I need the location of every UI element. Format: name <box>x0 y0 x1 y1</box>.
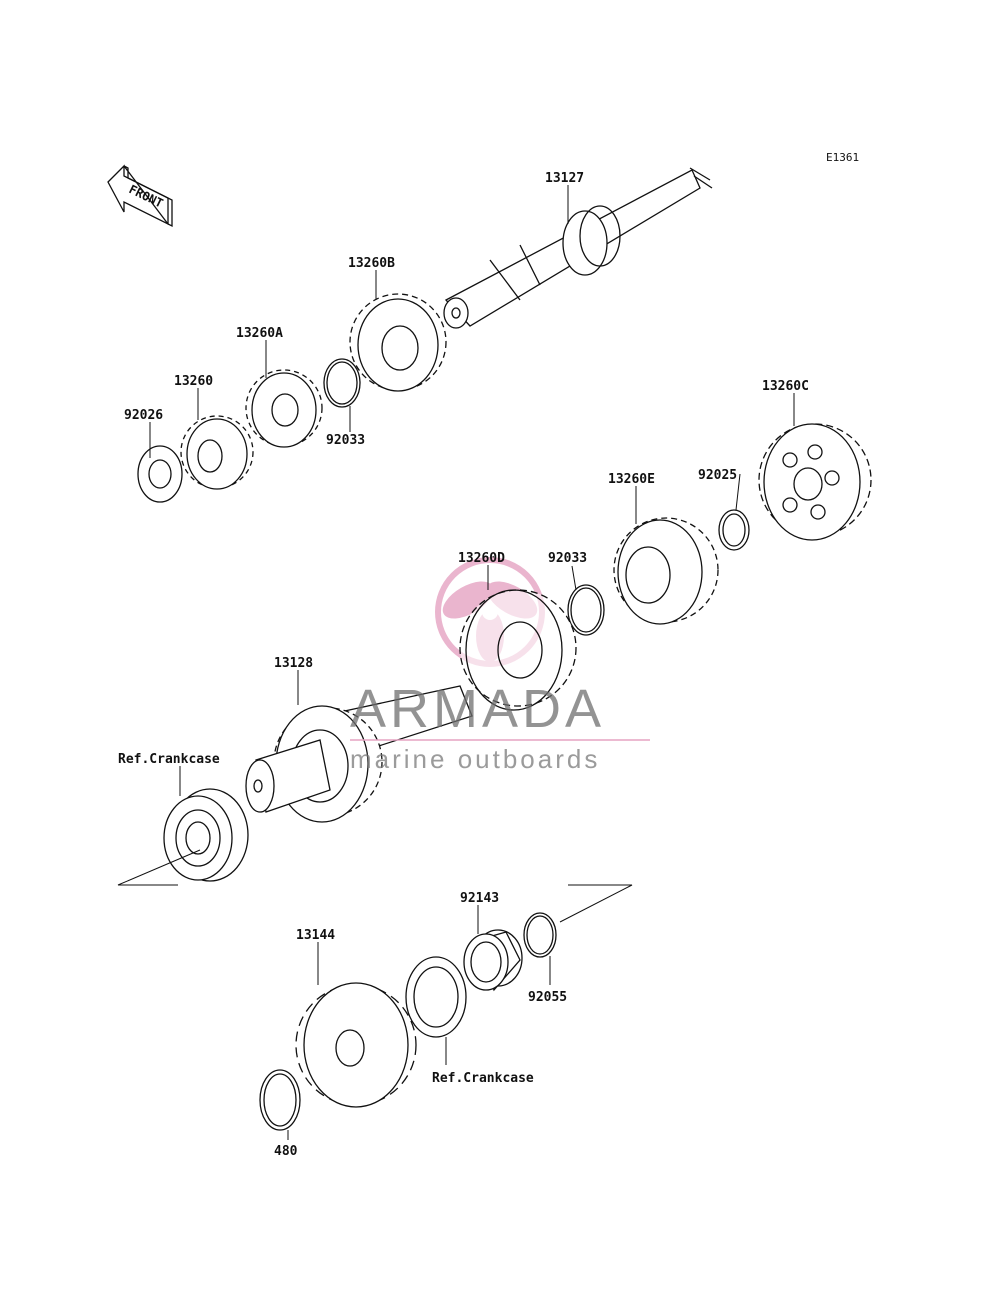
output-shaft-13128 <box>245 685 473 823</box>
gear-13260d <box>459 589 577 711</box>
gear-13260e <box>613 517 719 625</box>
washer-92025 <box>718 509 750 551</box>
collar-92143 <box>463 929 523 992</box>
part-label-92143[interactable]: 92143 <box>460 891 499 906</box>
part-label-480[interactable]: 480 <box>274 1144 298 1159</box>
watermark-subtitle: marine outboards <box>350 744 600 774</box>
part-label-92025[interactable]: 92025 <box>698 468 737 483</box>
gear-13260 <box>180 415 254 490</box>
part-label-13260d[interactable]: 13260D <box>458 551 505 566</box>
part-label-13260b[interactable]: 13260B <box>348 256 395 271</box>
gear-13260a <box>245 369 323 448</box>
gear-13260b <box>349 293 447 392</box>
countershaft-13127 <box>443 167 713 329</box>
washer-92026 <box>137 445 183 503</box>
front-arrow-icon: FRONT <box>107 164 173 228</box>
oil-seal-crankcase <box>405 956 467 1038</box>
part-label-92055[interactable]: 92055 <box>528 990 567 1005</box>
circlip-480 <box>259 1069 301 1131</box>
part-label-ref-crankcase-lower[interactable]: Ref.Crankcase <box>432 1071 534 1086</box>
oring-92055 <box>523 912 557 958</box>
gear-13260c <box>758 423 872 541</box>
part-label-13127[interactable]: 13127 <box>545 171 584 186</box>
leader-lines <box>149 185 795 1140</box>
part-label-13144[interactable]: 13144 <box>296 928 335 943</box>
part-label-92033-lower[interactable]: 92033 <box>548 551 587 566</box>
bearing-crankcase <box>163 788 249 882</box>
part-label-13260[interactable]: 13260 <box>174 374 213 389</box>
sprocket-13144 <box>295 982 417 1108</box>
part-label-ref-crankcase-upper[interactable]: Ref.Crankcase <box>118 752 220 767</box>
diagram-code: E1361 <box>826 151 859 164</box>
part-label-92033-upper[interactable]: 92033 <box>326 433 365 448</box>
watermark-title: ARMADA <box>350 679 605 739</box>
part-label-13260c[interactable]: 13260C <box>762 379 809 394</box>
circlip-92033-upper <box>323 358 361 408</box>
part-label-13260a[interactable]: 13260A <box>236 326 283 341</box>
crankcase-reference-line <box>117 849 201 886</box>
part-label-13260e[interactable]: 13260E <box>608 472 655 487</box>
circlip-92033-lower <box>567 584 605 636</box>
crankcase-reference-line-2 <box>559 884 633 923</box>
part-label-13128[interactable]: 13128 <box>274 656 313 671</box>
part-label-92026[interactable]: 92026 <box>124 408 163 423</box>
